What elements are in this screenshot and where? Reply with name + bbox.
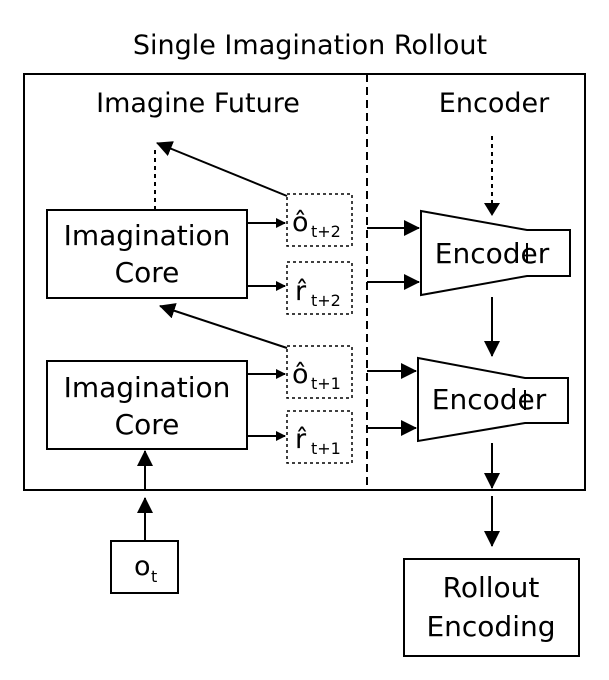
o-hat-t1-box [286, 345, 353, 399]
r-hat-t1-box [286, 410, 353, 464]
imagination-core-bottom-line2: Core [115, 408, 180, 441]
r-hat-t2-label: r̂ [295, 276, 307, 307]
imagination-core-top-line1: Imagination [64, 219, 231, 252]
imagination-core-top-line2: Core [115, 256, 180, 289]
rollout-frame [23, 73, 586, 491]
arrow-feedback-bottom [159, 303, 288, 349]
o-hat-t2-sub: t+2 [311, 222, 341, 241]
imagination-core-top [46, 209, 248, 299]
o-hat-t2-label: ô [292, 207, 309, 238]
o-hat-t1-sub: t+1 [311, 374, 341, 393]
section-imagine-future: Imagine Future [96, 88, 300, 119]
encoder-top-label: Encoder [435, 237, 550, 270]
input-o-t-box [110, 540, 179, 594]
encoder-input-arrowhead [484, 203, 500, 216]
diagram-title: Single Imagination Rollout [133, 30, 487, 61]
rollout-encoding-line2: Encoding [426, 610, 555, 643]
input-o-t-label: o [134, 551, 151, 582]
encoder-top-shape [420, 209, 571, 297]
rollout-encoding-line1: Rollout [443, 571, 540, 604]
encoder-bottom-shape [417, 356, 569, 443]
section-encoder: Encoder [439, 88, 550, 119]
r-hat-t1-label: r̂ [295, 424, 307, 455]
arrow-feedback-top [156, 141, 288, 197]
imagination-core-bottom-line1: Imagination [64, 371, 231, 404]
imagination-core-bottom [46, 360, 248, 450]
o-hat-t1-label: ô [292, 359, 309, 390]
r-hat-t2-sub: t+2 [311, 291, 341, 310]
rollout-encoding-box [403, 558, 580, 657]
encoder-bottom-label: Encoder [432, 383, 547, 416]
r-hat-t1-sub: t+1 [311, 439, 341, 458]
o-hat-t2-box [286, 193, 353, 247]
input-o-t-sub: t [151, 567, 157, 586]
r-hat-t2-box [286, 261, 353, 315]
